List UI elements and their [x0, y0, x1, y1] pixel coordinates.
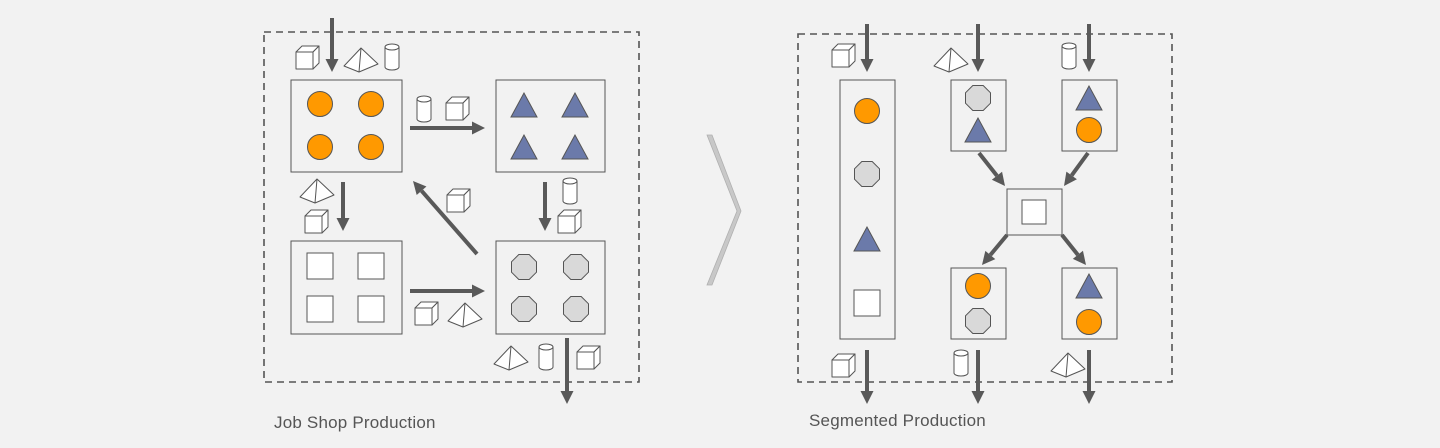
grey-octagon-icon [965, 85, 991, 111]
cube-icon [576, 345, 601, 370]
caption-job-shop: Job Shop Production [274, 413, 436, 432]
blue-triangle-icon [964, 116, 992, 143]
flow-arrow [977, 151, 1005, 186]
white-square-icon [306, 295, 334, 323]
caption-segmented: Segmented Production [809, 411, 986, 430]
flow-arrow [860, 24, 874, 72]
white-square-icon [357, 252, 385, 280]
orange-circle-icon [1076, 117, 1102, 143]
cylinder-icon [1061, 42, 1077, 70]
orange-circle-icon [307, 134, 333, 160]
orange-circle-icon [307, 91, 333, 117]
blue-triangle-icon [853, 225, 881, 252]
flow-arrow [1060, 233, 1086, 265]
workstation-octagons [495, 240, 606, 335]
flow-arrow [971, 350, 985, 404]
pyramid-icon [447, 302, 483, 328]
flow-arrow [538, 182, 552, 231]
flow-arrow [325, 18, 339, 72]
white-square-icon [853, 289, 881, 317]
pyramid-icon [299, 178, 335, 204]
flow-arrow [413, 181, 479, 256]
flow-arrow [860, 350, 874, 404]
segmented-boundary [797, 33, 1173, 383]
orange-circle-icon [358, 134, 384, 160]
cube-icon [414, 301, 439, 326]
grey-octagon-icon [563, 296, 589, 322]
grey-octagon-icon [511, 254, 537, 280]
blue-triangle-icon [561, 91, 589, 118]
flow-arrow [1082, 24, 1096, 72]
pyramid-icon [1050, 352, 1086, 378]
orange-circle-icon [965, 273, 991, 299]
cylinder-icon [562, 177, 578, 205]
pyramid-icon [343, 47, 379, 73]
white-square-icon [357, 295, 385, 323]
workstation-circles [290, 79, 403, 173]
job-shop-boundary [263, 31, 640, 383]
flow-arrow [560, 338, 574, 404]
blue-triangle-icon [510, 91, 538, 118]
grey-octagon-icon [563, 254, 589, 280]
flow-arrow [1064, 151, 1090, 186]
grey-octagon-icon [511, 296, 537, 322]
grey-octagon-icon [854, 161, 880, 187]
cube-icon [445, 96, 470, 121]
pyramid-icon [933, 47, 969, 73]
cylinder-icon [953, 349, 969, 377]
cube-icon [295, 45, 320, 70]
cylinder-icon [384, 43, 400, 71]
cube-icon [446, 188, 471, 213]
chevron-right-icon [706, 134, 742, 286]
cylinder-icon [538, 343, 554, 371]
cube-icon [304, 209, 329, 234]
blue-triangle-icon [1075, 84, 1103, 111]
flow-arrow [1082, 350, 1096, 404]
flow-arrow [410, 121, 485, 135]
blue-triangle-icon [561, 133, 589, 160]
white-square-icon [306, 252, 334, 280]
cube-icon [831, 353, 856, 378]
blue-triangle-icon [510, 133, 538, 160]
orange-circle-icon [358, 91, 384, 117]
pyramid-icon [493, 345, 529, 371]
flow-arrow [982, 233, 1009, 265]
cylinder-icon [416, 95, 432, 123]
flow-arrow [336, 182, 350, 231]
blue-triangle-icon [1075, 272, 1103, 299]
cube-icon [831, 43, 856, 68]
orange-circle-icon [1076, 309, 1102, 335]
white-square-icon [1021, 199, 1047, 225]
flow-arrow [410, 284, 485, 298]
orange-circle-icon [854, 98, 880, 124]
flow-arrow [971, 24, 985, 72]
grey-octagon-icon [965, 308, 991, 334]
cube-icon [557, 209, 582, 234]
